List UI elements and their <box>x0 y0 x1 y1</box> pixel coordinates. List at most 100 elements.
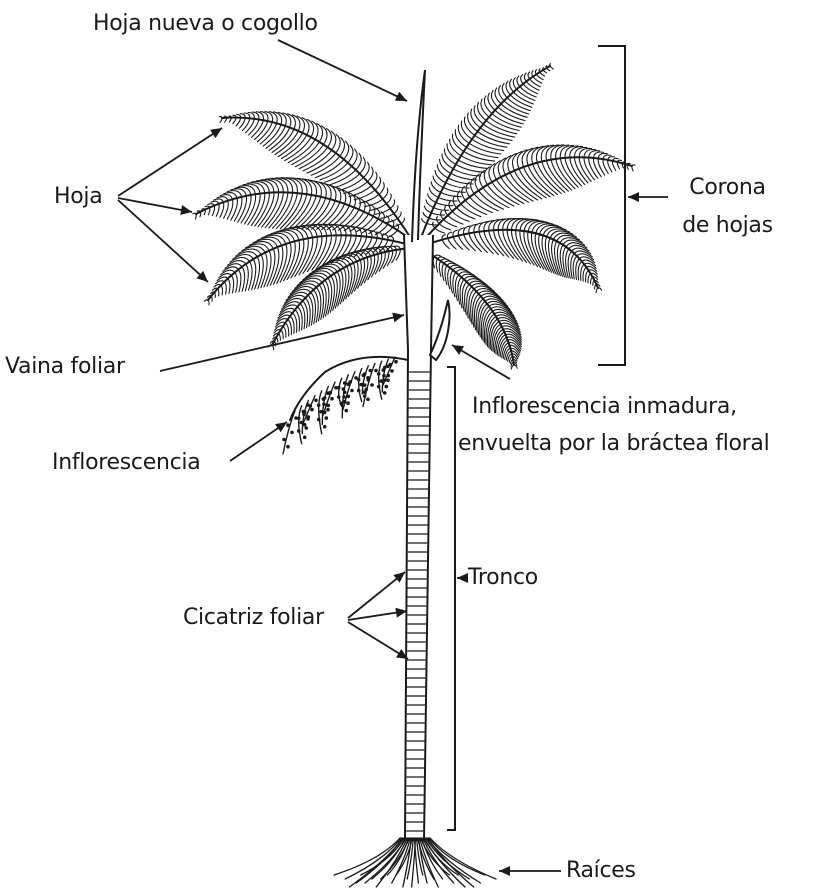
flower-dot <box>326 408 330 412</box>
inflorescence-branch <box>282 411 298 454</box>
leaflet <box>495 110 523 124</box>
leaflet <box>431 182 441 193</box>
leaflet <box>470 197 493 213</box>
leaflet <box>331 131 336 150</box>
label-new-leaf: Hoja nueva o cogollo <box>93 10 318 38</box>
leaflet <box>230 257 250 262</box>
leaflet <box>513 78 516 90</box>
leaflet <box>598 159 605 176</box>
leaflet <box>524 73 526 81</box>
leaflet <box>228 279 230 294</box>
leaflet <box>501 104 527 118</box>
flower-dot <box>317 418 321 422</box>
leaflet <box>354 190 375 200</box>
flower-dot <box>303 436 307 440</box>
flower-dot <box>383 391 387 395</box>
leaflet <box>267 249 275 287</box>
flower-dot <box>310 408 314 412</box>
leaflet <box>438 197 457 201</box>
trunk-bracket <box>447 367 455 830</box>
leaflet <box>429 188 438 198</box>
arrow-head <box>499 866 510 876</box>
leaflet <box>424 206 431 213</box>
leaflet <box>475 174 479 191</box>
leaflet <box>235 273 238 293</box>
leaflet <box>236 118 241 126</box>
leaflet <box>436 259 438 272</box>
leaflet <box>514 92 534 104</box>
leaflet <box>439 224 451 230</box>
leaflet <box>472 139 504 150</box>
label-immature-inflorescence-line1: Inflorescencia inmadura, <box>472 393 737 421</box>
flower-dot <box>394 360 398 364</box>
leaflet <box>547 68 550 71</box>
flower-dot <box>354 376 358 380</box>
leaflet <box>431 213 444 215</box>
flower-dot <box>363 372 367 376</box>
flower-dot <box>346 401 350 405</box>
flower-dot <box>334 386 338 390</box>
leaflet <box>489 117 519 131</box>
leaflet <box>595 284 597 289</box>
flower-dot <box>386 379 390 383</box>
flower-dot <box>286 423 290 427</box>
flower-dot <box>343 391 347 395</box>
label-immature-inflorescence-line2: envuelta por la bráctea floral <box>458 430 769 458</box>
leaflet <box>434 208 449 211</box>
frond <box>422 145 635 242</box>
inflorescence-branch <box>380 359 393 392</box>
leaflet <box>379 252 385 271</box>
flower-dot <box>360 383 364 387</box>
flower-dot <box>314 399 318 403</box>
leaflet <box>478 132 510 144</box>
flower-dot <box>303 410 307 414</box>
leaflet <box>211 296 212 301</box>
leaflet <box>598 288 602 290</box>
flower-dot <box>383 366 387 370</box>
arrow-head <box>210 128 222 138</box>
flower-dot <box>325 416 329 420</box>
leaflet <box>436 202 453 205</box>
leaflet <box>266 233 290 242</box>
leaflet <box>435 228 445 233</box>
leaflet <box>480 128 512 141</box>
leaflet <box>540 225 562 234</box>
leaflet <box>483 124 514 137</box>
leaflet <box>510 95 532 108</box>
leaflet <box>334 174 360 188</box>
leaflet <box>507 98 530 111</box>
leaflet <box>423 212 429 218</box>
leaflet <box>632 165 635 166</box>
frond <box>193 178 412 240</box>
label-leaf: Hoja <box>54 183 102 211</box>
flower-dot <box>297 429 301 433</box>
flower-dot <box>350 389 354 393</box>
leaflet <box>245 264 248 291</box>
leaflet <box>276 337 278 342</box>
leaflet <box>486 121 517 134</box>
flower-dot <box>337 395 341 399</box>
flower-dot <box>329 391 333 395</box>
leaflet <box>364 162 370 177</box>
label-leaf-scar: Cicatriz foliar <box>183 604 324 632</box>
label-trunk: Tronco <box>468 564 538 592</box>
leaflet <box>543 70 546 73</box>
leaflet <box>394 206 398 214</box>
new-leaf-spike <box>412 70 425 242</box>
label-crown-line1: Corona <box>665 174 790 202</box>
flower-dot <box>343 381 347 385</box>
flower-dot <box>294 416 298 420</box>
leaflet <box>442 263 444 280</box>
leaflet <box>231 276 233 293</box>
flower-dot <box>369 369 373 373</box>
flower-dot <box>282 438 286 442</box>
leaflet <box>205 206 210 207</box>
flower-dot <box>300 421 304 425</box>
flower-dot <box>363 383 367 387</box>
label-crown-line2: de hojas <box>665 212 790 240</box>
leaflet <box>220 118 222 123</box>
leaflet <box>498 107 525 121</box>
flower-dot <box>345 409 349 413</box>
arrow-head <box>457 573 468 583</box>
